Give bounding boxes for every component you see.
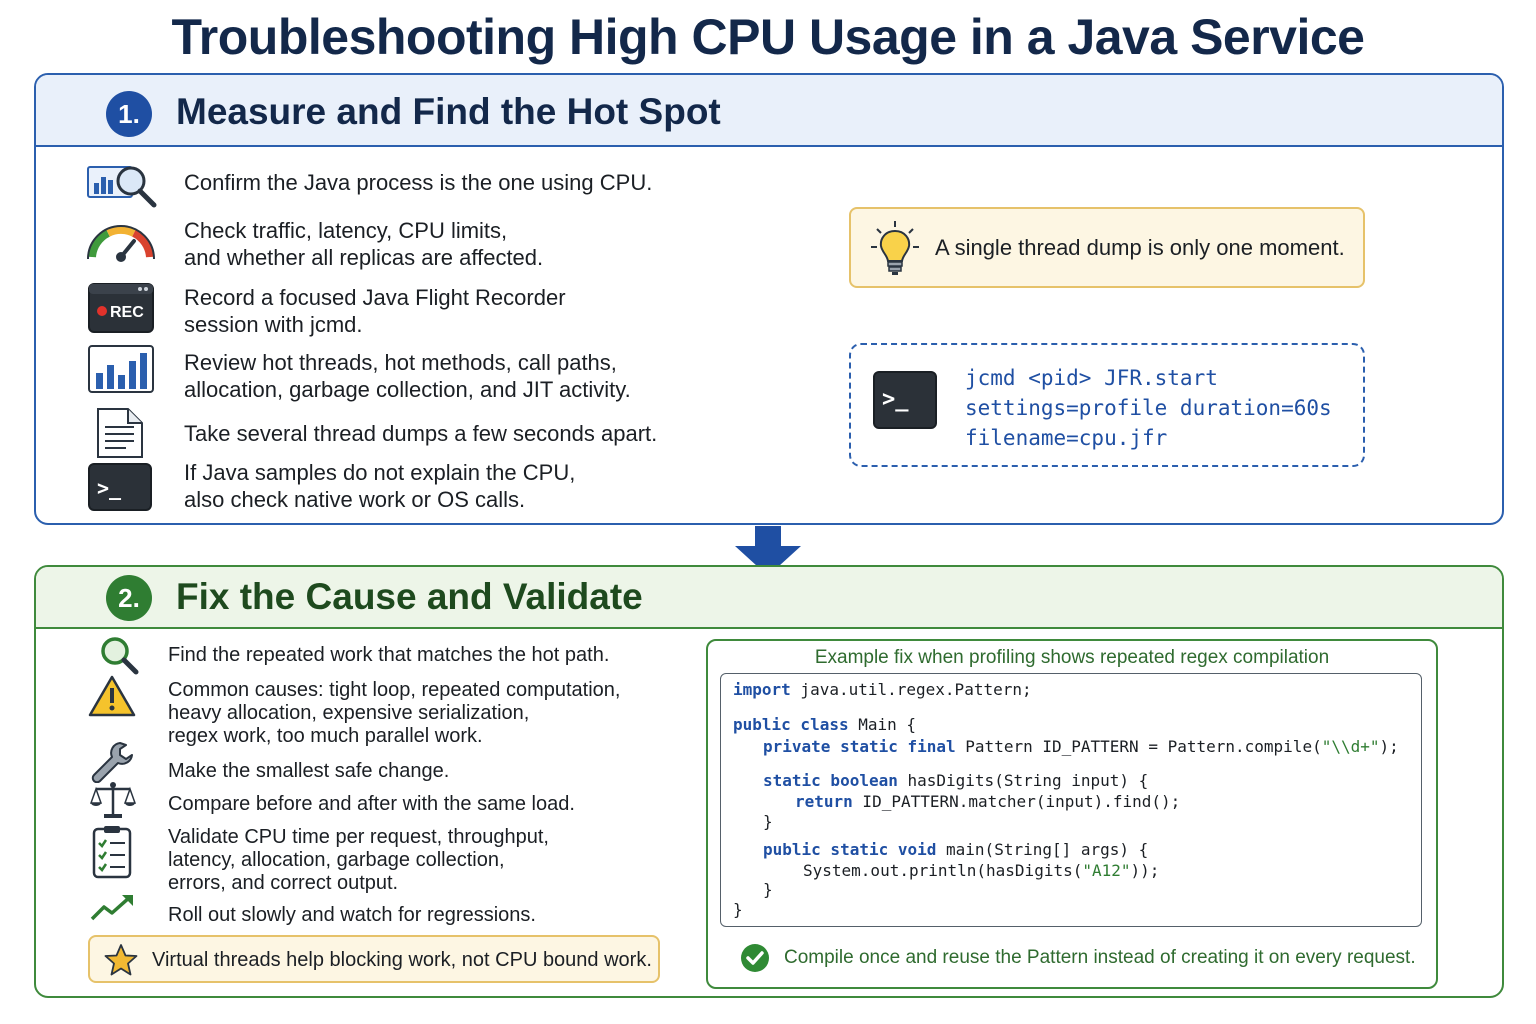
step1-item-6: If Java samples do not explain the CPU, … [184, 459, 575, 513]
step2-item-1-line-1: Find the repeated work that matches the … [168, 644, 610, 666]
svg-text:>_: >_ [97, 476, 122, 500]
star-icon [104, 943, 138, 982]
step2-item-3-line-1: Make the smallest safe change. [168, 760, 450, 782]
code-line-3: private static final Pattern ID_PATTERN … [763, 737, 1399, 756]
fix-result-text: Compile once and reuse the Pattern inste… [784, 947, 1416, 968]
step1-item-3-line-1: Record a focused Java Flight Recorder [184, 285, 566, 310]
code-example-panel: Example fix when profiling shows repeate… [706, 639, 1438, 989]
step1-item-1-line-1: Confirm the Java process is the one usin… [184, 170, 653, 195]
step2-item-3: Make the smallest safe change. [168, 760, 449, 783]
code-line-4: static boolean hasDigits(String input) { [763, 771, 1149, 790]
terminal-icon: >_ [873, 371, 937, 436]
step1-item-5: Take several thread dumps a few seconds … [184, 420, 657, 447]
step2-item-2-line-2: heavy allocation, expensive serializatio… [168, 702, 530, 724]
wrench-icon [90, 741, 134, 788]
virtual-threads-note: Virtual threads help blocking work, not … [88, 935, 660, 983]
code-line-6: } [763, 812, 773, 831]
svg-text:>_: >_ [882, 387, 909, 412]
checklist-icon [92, 825, 132, 884]
step2-item-5-line-2: latency, allocation, garbage collection, [168, 849, 505, 871]
chart-magnifier-icon [86, 161, 160, 214]
trend-up-icon [90, 893, 136, 928]
code-line-2: public class Main { [733, 715, 917, 734]
warning-icon [88, 675, 136, 722]
jcmd-command-text: jcmd <pid> JFR.start settings=profile du… [965, 363, 1332, 453]
command-line-2: settings=profile duration=60s [965, 396, 1332, 420]
command-line-3: filename=cpu.jfr [965, 426, 1168, 450]
svg-text:REC: REC [110, 304, 144, 321]
tip-box: A single thread dump is only one moment. [849, 207, 1365, 288]
code-line-1: import java.util.regex.Pattern; [733, 680, 1032, 699]
code-line-10: } [733, 900, 743, 919]
step1-item-2-line-2: and whether all replicas are affected. [184, 245, 544, 270]
step2-item-2: Common causes: tight loop, repeated comp… [168, 679, 620, 748]
terminal-icon: >_ [88, 463, 152, 516]
speedometer-icon [86, 221, 156, 268]
step1-item-3-line-2: session with jcmd. [184, 312, 363, 337]
step2-number-badge: 2. [106, 575, 152, 621]
virtual-threads-note-text: Virtual threads help blocking work, not … [152, 949, 652, 971]
step2-item-6-line-1: Roll out slowly and watch for regression… [168, 904, 536, 926]
code-line-8: System.out.println(hasDigits("A12")); [803, 861, 1160, 880]
step1-item-2-line-1: Check traffic, latency, CPU limits, [184, 218, 508, 243]
step2-header: 2. Fix the Cause and Validate [36, 567, 1502, 629]
code-line-7: public static void main(String[] args) { [763, 840, 1149, 859]
bar-chart-icon [88, 345, 154, 398]
step1-item-4: Review hot threads, hot methods, call pa… [184, 349, 631, 403]
step1-item-4-line-2: allocation, garbage collection, and JIT … [184, 377, 631, 402]
command-line-1: jcmd <pid> JFR.start [965, 366, 1218, 390]
step1-header: 1. Measure and Find the Hot Spot [36, 75, 1502, 147]
step1-item-1: Confirm the Java process is the one usin… [184, 169, 652, 196]
step2-item-4-line-1: Compare before and after with the same l… [168, 793, 575, 815]
step1-item-4-line-1: Review hot threads, hot methods, call pa… [184, 350, 617, 375]
step1-item-3: Record a focused Java Flight Recorder se… [184, 284, 566, 338]
step2-panel: 2. Fix the Cause and Validate Find the r… [34, 565, 1504, 998]
search-icon [98, 635, 142, 680]
step1-item-6-line-1: If Java samples do not explain the CPU, [184, 460, 576, 485]
code-block: import java.util.regex.Pattern; public c… [720, 673, 1422, 927]
step1-item-2: Check traffic, latency, CPU limits, and … [184, 217, 543, 271]
step1-title: Measure and Find the Hot Spot [176, 91, 721, 132]
tip-text: A single thread dump is only one moment. [935, 235, 1345, 260]
record-icon: REC [88, 283, 154, 338]
document-icon [96, 407, 144, 464]
step1-number-badge: 1. [106, 91, 152, 137]
step2-item-1: Find the repeated work that matches the … [168, 644, 609, 667]
step2-item-4: Compare before and after with the same l… [168, 793, 575, 816]
step1-panel: 1. Measure and Find the Hot Spot Confirm… [34, 73, 1504, 525]
step2-item-5-line-3: errors, and correct output. [168, 872, 399, 894]
step1-item-5-line-1: Take several thread dumps a few seconds … [184, 421, 658, 446]
step2-item-5: Validate CPU time per request, throughpu… [168, 826, 549, 895]
step2-item-2-line-3: regex work, too much parallel work. [168, 725, 483, 747]
down-arrow-icon [735, 526, 801, 583]
scales-icon [89, 781, 137, 824]
lightbulb-icon [867, 219, 923, 284]
check-circle-icon [740, 943, 770, 978]
code-example-caption: Example fix when profiling shows repeate… [814, 647, 1330, 668]
jcmd-command-box: >_ jcmd <pid> JFR.start settings=profile… [849, 343, 1365, 467]
step2-title: Fix the Cause and Validate [176, 576, 643, 617]
code-line-5: return ID_PATTERN.matcher(input).find(); [795, 792, 1181, 811]
step1-item-6-line-2: also check native work or OS calls. [184, 487, 526, 512]
page-title: Troubleshooting High CPU Usage in a Java… [171, 9, 1366, 65]
step2-item-5-line-1: Validate CPU time per request, throughpu… [168, 826, 549, 848]
step2-item-2-line-1: Common causes: tight loop, repeated comp… [168, 679, 621, 701]
code-line-9: } [763, 880, 773, 899]
step2-item-6: Roll out slowly and watch for regression… [168, 904, 536, 927]
